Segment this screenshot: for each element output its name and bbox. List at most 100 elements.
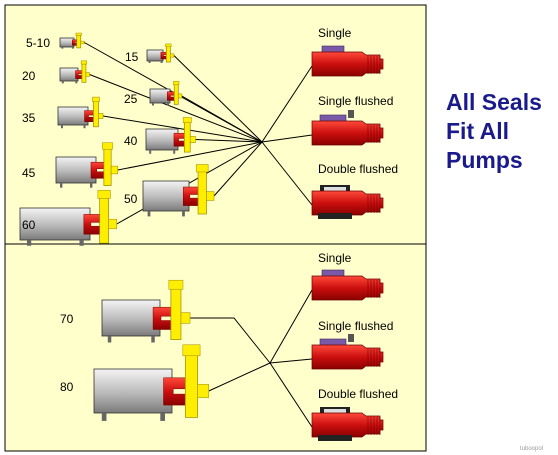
pump-foot xyxy=(160,413,165,421)
pump-connector xyxy=(89,74,263,143)
pump-inlet xyxy=(108,218,117,230)
seal-connector xyxy=(269,289,313,364)
pump-inlet xyxy=(110,165,118,175)
pump-motor xyxy=(93,368,173,414)
pump-connector xyxy=(190,317,271,364)
pump-label-40: 40 xyxy=(124,134,138,148)
seal-flush-port xyxy=(348,110,354,118)
pump-foot xyxy=(160,61,163,63)
pump-connector xyxy=(195,139,263,143)
pump-60 xyxy=(19,190,117,246)
pump-label-60: 60 xyxy=(22,218,36,232)
seal-illustrations xyxy=(311,45,384,441)
seal-single-flushed-bottom xyxy=(311,334,384,370)
pump-connector xyxy=(208,362,271,392)
pump-35 xyxy=(57,96,104,129)
pump-label-15: 15 xyxy=(125,50,139,64)
pump-motor xyxy=(142,180,190,212)
seal-double-flushed-top xyxy=(311,185,384,219)
seal-label-single-bottom: Single xyxy=(318,251,352,265)
pump-foot xyxy=(83,125,86,129)
pump-inlet xyxy=(189,136,196,143)
seal-single-top xyxy=(311,45,384,77)
pump-foot xyxy=(101,413,107,421)
pump-foot xyxy=(167,103,169,106)
pump-motor xyxy=(55,156,97,184)
pump-outlet xyxy=(173,81,180,86)
pump-foot xyxy=(60,183,63,188)
seal-connector xyxy=(261,65,313,143)
pump-25 xyxy=(149,81,183,106)
pump-5-10 xyxy=(59,32,85,49)
pump-label-80: 80 xyxy=(60,380,74,394)
seal-housing xyxy=(311,120,384,146)
pump-outlet xyxy=(92,96,100,102)
pump-outlet xyxy=(196,164,209,173)
pump-foot xyxy=(151,336,155,343)
seal-housing xyxy=(311,344,384,370)
pump-foot xyxy=(27,240,32,246)
seal-label-single-top: Single xyxy=(318,26,352,40)
seal-single-flushed-top xyxy=(311,110,384,146)
seal-connector xyxy=(261,134,313,143)
pump-motor xyxy=(146,49,164,62)
seal-housing xyxy=(311,190,384,216)
seal-connector xyxy=(261,141,313,206)
pump-connector xyxy=(181,95,263,143)
pump-foot xyxy=(182,211,185,217)
pump-inlet xyxy=(85,72,90,77)
connector-lines xyxy=(84,42,313,428)
pump-housing xyxy=(197,170,207,215)
pump-motor xyxy=(19,207,91,241)
seal-label-double-flushed-bottom: Double flushed xyxy=(318,387,398,401)
seal-connector xyxy=(269,358,313,364)
seal-flush-port xyxy=(348,334,354,342)
pump-inlet xyxy=(80,40,85,45)
pump-outlet xyxy=(97,190,111,199)
pump-outlet xyxy=(80,60,87,65)
pump-outlet xyxy=(165,43,172,47)
pump-outlet xyxy=(102,142,113,150)
pump-inlet xyxy=(197,384,209,398)
seal-housing xyxy=(311,51,384,77)
seal-spring xyxy=(324,187,346,191)
pump-foot xyxy=(173,150,176,154)
slogan: All Seals Fit All Pumps xyxy=(446,88,558,175)
pump-foot xyxy=(79,240,84,246)
seal-label-double-flushed-top: Double flushed xyxy=(318,162,398,176)
pump-motor xyxy=(57,106,89,126)
pump-motor xyxy=(101,299,161,337)
pump-40 xyxy=(145,117,196,154)
pump-label-25: 25 xyxy=(124,92,138,106)
pump-label-20: 20 xyxy=(22,69,36,83)
pump-50 xyxy=(142,164,215,217)
slogan-line-1: All Seals xyxy=(446,89,542,115)
pump-foot xyxy=(148,61,151,63)
seal-housing xyxy=(311,275,384,301)
pump-connector xyxy=(117,141,263,171)
pump-foot xyxy=(61,47,64,49)
pump-motor xyxy=(149,88,171,104)
pump-housing xyxy=(165,45,171,63)
pump-foot xyxy=(147,211,151,217)
pump-connector xyxy=(173,55,263,143)
seal-label-single-flushed-top: Single flushed xyxy=(318,94,393,108)
seal-connector xyxy=(269,362,313,428)
seal-label-single-flushed-bottom: Single flushed xyxy=(318,319,393,333)
slogan-line-3: Pumps xyxy=(446,147,523,173)
pump-70 xyxy=(101,279,191,343)
seal-double-cartridge-lower xyxy=(318,435,352,441)
pump-outlet xyxy=(75,32,82,36)
pump-illustrations xyxy=(19,32,215,421)
pump-foot xyxy=(152,103,154,106)
pump-80 xyxy=(93,344,209,421)
pump-outlet xyxy=(182,344,201,357)
pump-housing xyxy=(99,196,109,244)
pump-motor xyxy=(145,128,179,151)
pump-connector xyxy=(102,115,263,143)
pump-outlet xyxy=(182,117,192,123)
pump-label-45: 45 xyxy=(22,166,36,180)
pump-label-5-10: 5-10 xyxy=(26,36,50,50)
pump-label-35: 35 xyxy=(22,111,36,125)
